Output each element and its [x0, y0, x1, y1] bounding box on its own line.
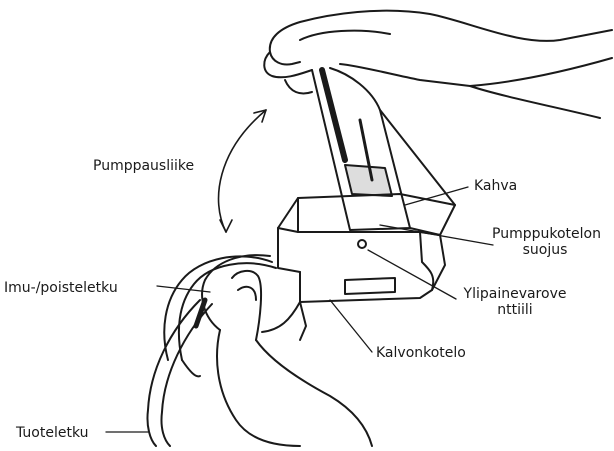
label-diaphragm-housing: Kalvonkotelo — [376, 345, 466, 361]
label-pumping-motion: Pumppausliike — [93, 158, 194, 174]
label-product-hose: Tuoteletku — [16, 425, 89, 441]
label-suction-hose: Imu-/poisteletku — [4, 280, 118, 296]
label-cover: Pumppukotelon suojus — [492, 226, 598, 258]
upper-hand-drawing — [264, 11, 612, 118]
label-handle: Kahva — [474, 178, 517, 194]
handle-lever — [312, 68, 455, 235]
label-relief-valve-line1: Ylipainevarove — [460, 286, 570, 302]
pumping-motion-arrow — [219, 110, 266, 232]
label-relief-valve: Ylipainevarove nttiili — [460, 286, 570, 318]
pump-housing — [262, 194, 455, 340]
label-relief-valve-line2: nttiili — [460, 302, 570, 318]
label-cover-line2: suojus — [492, 242, 598, 258]
label-cover-line1: Pumppukotelon — [492, 226, 598, 242]
